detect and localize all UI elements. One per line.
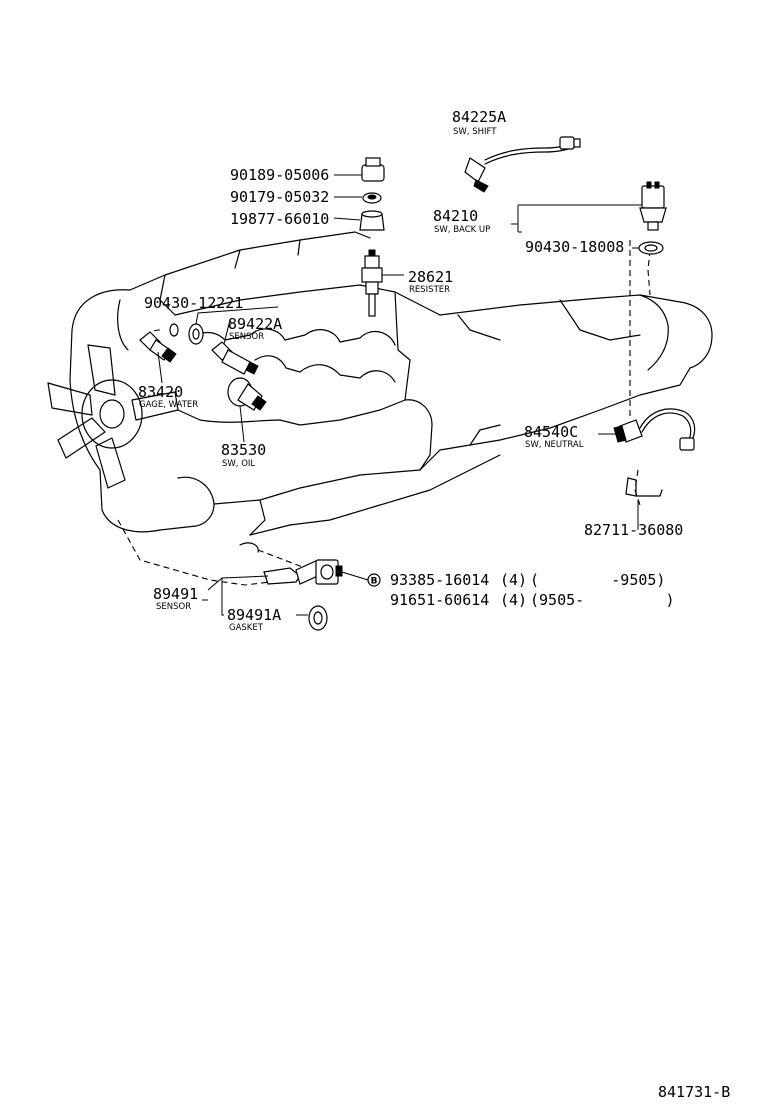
part-90430-12221-gasket — [169, 323, 179, 337]
callout-labels: 84225A SW, SHIFT 90189-05006 90179-05032… — [138, 108, 730, 1101]
label-90430-12221: 90430-12221 — [144, 294, 243, 312]
label-93385-16014: 93385-16014 — [390, 571, 489, 589]
caption-89491: SENSOR — [156, 602, 191, 612]
part-89422a-sensor — [188, 323, 259, 375]
engine-block-drawing — [47, 231, 713, 553]
label-84210: 84210 — [433, 207, 478, 225]
range-93385-16014: ( -9505) — [530, 571, 665, 589]
part-84225a-shift-switch — [464, 136, 581, 193]
part-89491-sensor — [263, 559, 343, 585]
phantom-lines — [117, 240, 651, 586]
caption-89491a: GASKET — [229, 623, 264, 633]
label-19877-66010: 19877-66010 — [230, 210, 329, 228]
part-83530-oil-switch — [227, 377, 267, 411]
caption-28621: RESISTER — [409, 285, 450, 295]
part-90189-nut — [361, 157, 385, 182]
part-89491a-gasket — [308, 605, 328, 631]
qty-93385-16014: (4) — [500, 571, 527, 589]
label-90189-05006: 90189-05006 — [230, 166, 329, 184]
label-89491: 89491 — [153, 585, 198, 603]
part-28621-resister — [361, 249, 383, 317]
label-84540c: 84540C — [524, 423, 578, 441]
label-28621: 28621 — [408, 268, 453, 286]
label-83530: 83530 — [221, 441, 266, 459]
circle-b-marker — [367, 573, 381, 587]
part-90179-washer — [362, 192, 382, 204]
label-82711-36080: 82711-36080 — [584, 521, 683, 539]
label-89491a: 89491A — [227, 606, 281, 624]
part-84210-backup-switch — [639, 181, 667, 231]
part-82711-clamp — [625, 477, 663, 497]
circle-b-letter: B — [371, 577, 378, 587]
qty-91651-60614: (4) — [500, 591, 527, 609]
caption-89422a: SENSOR — [229, 332, 264, 342]
caption-84210: SW, BACK UP — [434, 225, 490, 235]
caption-83420: GAGE, WATER — [139, 400, 198, 410]
part-19877-boot — [359, 210, 385, 231]
label-89422a: 89422A — [228, 315, 282, 333]
part-84540c-neutral-switch — [613, 408, 696, 451]
leader-lines — [157, 174, 642, 616]
label-91651-60614: 91651-60614 — [390, 591, 489, 609]
caption-84540c: SW, NEUTRAL — [525, 440, 584, 450]
label-90430-18008: 90430-18008 — [525, 238, 624, 256]
caption-84225a: SW, SHIFT — [453, 127, 497, 137]
label-84225a: 84225A — [452, 108, 506, 126]
part-90430-18008-gasket — [638, 241, 664, 255]
label-83420: 83420 — [138, 383, 183, 401]
diagram-reference-number: 841731-B — [658, 1083, 730, 1101]
caption-83530: SW, OIL — [222, 459, 255, 469]
range-91651-60614: (9505- ) — [530, 591, 675, 609]
label-90179-05032: 90179-05032 — [230, 188, 329, 206]
part-83420-water-gage — [139, 331, 177, 363]
